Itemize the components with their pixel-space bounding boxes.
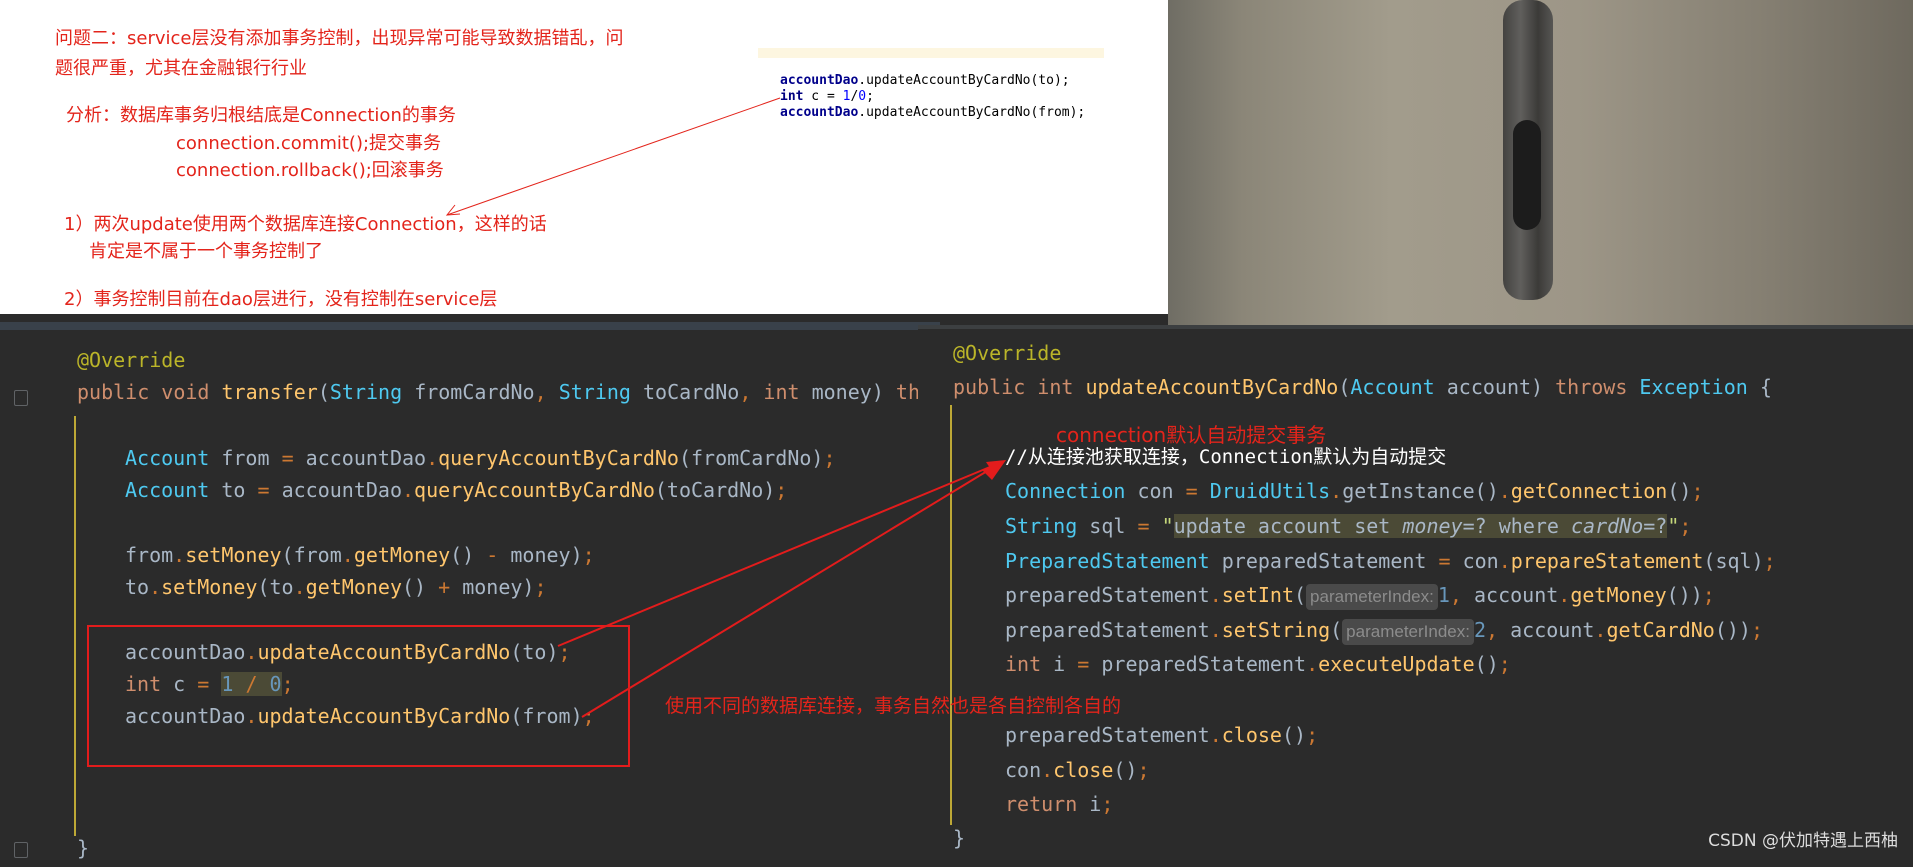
arrow-head-2 xyxy=(982,460,1006,480)
different-connections-note: 使用不同的数据库连接，事务自然也是各自控制各自的 xyxy=(665,695,1122,717)
snippet-line-1: accountDao.updateAccountByCardNo(to); xyxy=(780,73,1070,88)
autocommit-note: connection默认自动提交事务 xyxy=(1056,423,1327,447)
right-comment-line: //从连接池获取连接，Connection默认为自动提交 xyxy=(1005,446,1447,468)
watermark: CSDN @伏加特遇上西柚 xyxy=(1708,831,1898,851)
right-line-close-connection: con.close(); xyxy=(1005,758,1150,782)
left-line-setmoney-to: to.setMoney(to.getMoney() + money); xyxy=(125,575,547,599)
right-close-brace: } xyxy=(953,826,966,850)
right-code-editor[interactable]: @Override public int updateAccountByCard… xyxy=(665,325,1913,863)
arrow-to-line xyxy=(557,461,1003,647)
background-photo xyxy=(1168,0,1913,330)
left-line-to: Account to = accountDao.queryAccountByCa… xyxy=(125,478,788,502)
fold-end-icon[interactable] xyxy=(14,842,28,858)
left-line-setmoney-from: from.setMoney(from.getMoney() - money); xyxy=(125,543,595,567)
right-annotation-line: @Override xyxy=(953,341,1062,365)
right-line-setstring: preparedStatement.setString(parameterInd… xyxy=(1005,614,1763,646)
left-line-update-to: accountDao.updateAccountByCardNo(to); xyxy=(125,640,571,664)
pointer-line xyxy=(446,97,781,216)
pointer-arrowhead xyxy=(445,204,461,216)
right-block-guide xyxy=(950,405,952,825)
analysis-commit: connection.commit();提交事务 xyxy=(176,133,442,154)
right-line-connection: Connection con = DruidUtils.getInstance(… xyxy=(1005,479,1704,503)
left-line-update-from: accountDao.updateAccountByCardNo(from); xyxy=(125,704,595,728)
parameter-hint: parameterIndex: xyxy=(1342,619,1474,645)
right-line-return: return i; xyxy=(1005,792,1114,816)
right-line-setint: preparedStatement.setInt(parameterIndex:… xyxy=(1005,579,1715,611)
snippet-line-3: accountDao.updateAccountByCardNo(from); xyxy=(780,105,1086,120)
left-line-divide-by-zero: int c = 1 / 0; xyxy=(125,672,294,696)
code-snippet: accountDao.updateAccountByCardNo(to);int… xyxy=(780,57,1085,121)
right-line-execute-update: int i = preparedStatement.executeUpdate(… xyxy=(1005,652,1511,676)
left-close-brace: } xyxy=(77,836,90,860)
snippet-line-2: int c = 1/0; xyxy=(780,89,874,104)
point-1-line-2: 肯定是不属于一个事务控制了 xyxy=(89,241,323,262)
left-block-guide xyxy=(74,416,76,836)
left-annotation-line: @Override xyxy=(77,348,186,372)
right-line-prepared-statement: PreparedStatement preparedStatement = co… xyxy=(1005,549,1776,573)
highlight-box xyxy=(87,625,630,767)
problem-line-2: 题很严重，尤其在金融银行行业 xyxy=(55,58,307,79)
problem-line-1: 问题二：service层没有添加事务控制，出现异常可能导致数据错乱，问 xyxy=(55,28,624,49)
arrow-from-line xyxy=(581,461,1003,718)
right-signature-line: public int updateAccountByCardNo(Account… xyxy=(953,375,1772,399)
parameter-hint: parameterIndex: xyxy=(1306,584,1438,610)
snippet-highlight-bar xyxy=(758,48,1104,58)
point-1-line-1: 1）两次update使用两个数据库连接Connection，这样的话 xyxy=(64,214,547,235)
right-line-sql: String sql = "update account set money=?… xyxy=(1005,514,1692,538)
annotation-note: 问题二：service层没有添加事务控制，出现异常可能导致数据错乱，问 题很严重… xyxy=(0,0,1168,314)
left-line-from: Account from = accountDao.queryAccountBy… xyxy=(125,446,836,470)
left-signature-line: public void transfer(String fromCardNo, … xyxy=(77,380,920,404)
point-2: 2）事务控制目前在dao层进行，没有控制在service层 xyxy=(64,289,498,310)
fold-icon[interactable] xyxy=(14,390,28,406)
analysis-title: 分析：数据库事务归根结底是Connection的事务 xyxy=(66,105,456,126)
left-code-editor[interactable]: @Override public void transfer(String fr… xyxy=(0,322,940,867)
photo-dark-shadow xyxy=(1513,120,1541,230)
right-line-close-statement: preparedStatement.close(); xyxy=(1005,723,1319,747)
analysis-rollback: connection.rollback();回滚事务 xyxy=(176,160,444,181)
